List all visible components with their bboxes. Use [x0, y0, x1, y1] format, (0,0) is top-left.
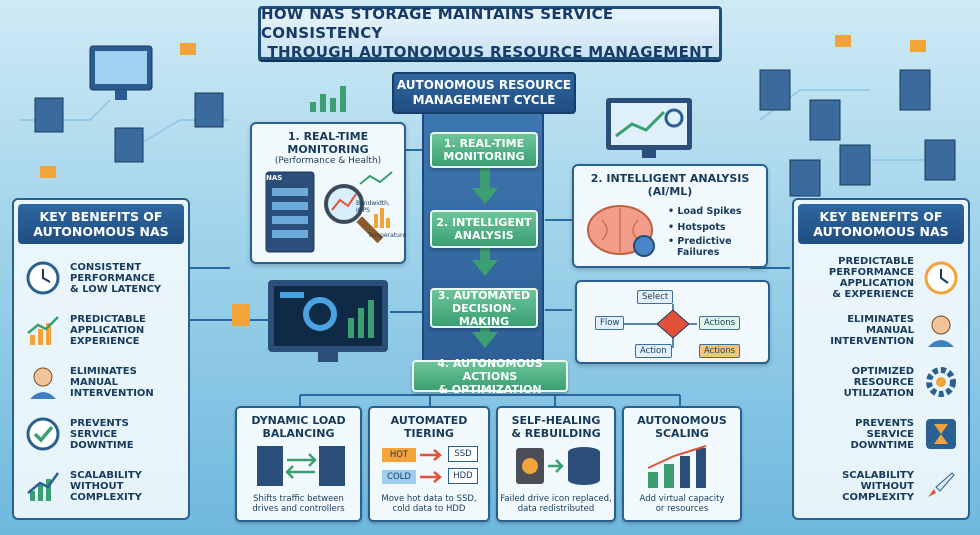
right-benefits-header-line1: KEY BENEFITS OF: [819, 209, 943, 224]
left-benefits-header-line2: AUTONOMOUS NAS: [33, 224, 169, 239]
decision-panel: Select Flow Actions Action Actions: [575, 280, 770, 364]
gear-icon: [926, 367, 956, 397]
decision-flowchart-icon: [623, 304, 697, 348]
tag-cold: COLD: [382, 470, 416, 484]
left-benefits-header: KEY BENEFITS OF AUTONOMOUS NAS: [18, 204, 184, 244]
tag-ssd: SSD: [448, 446, 478, 462]
scaling-bars-icon: [647, 445, 707, 488]
load-balancing-servers-icon: [257, 446, 345, 486]
cycle-step-1-line2: MONITORING: [443, 150, 525, 163]
title-banner: HOW NAS STORAGE MAINTAINS SERVICE CONSIS…: [258, 4, 722, 61]
growth-chart-icon: [27, 316, 59, 345]
cycle-step-2-line1: 2. INTELLIGENT: [436, 216, 532, 229]
action-self-healing: SELF-HEALING& REBUILDING Failed drive ic…: [496, 406, 616, 522]
tiering-arrows-icon: [420, 449, 442, 483]
check-clock-icon: [26, 417, 60, 451]
flow-node-actions: Actions: [699, 316, 741, 330]
network-servers-left-icon: [34, 43, 224, 178]
left-benefits-panel: KEY BENEFITS OF AUTONOMOUS NAS CONSISTEN…: [12, 198, 190, 520]
person-icon: [928, 315, 954, 347]
flow-node-flow: Flow: [595, 316, 625, 330]
tag-hdd: HDD: [448, 468, 478, 484]
tag-hot: HOT: [382, 448, 416, 462]
nas-label: NAS: [266, 174, 283, 182]
scaling-chart-icon: [27, 472, 60, 501]
analysis-title-line1: 2. INTELLIGENT ANALYSIS: [590, 172, 750, 185]
cycle-header-line1: AUTONOMOUS RESOURCE: [396, 78, 572, 92]
title-line1: HOW NAS STORAGE MAINTAINS SERVICE CONSIS…: [261, 4, 614, 42]
person-icon: [30, 367, 56, 399]
flow-node-action: Action: [635, 344, 672, 358]
analysis-item-load-spikes: • Load Spikes: [668, 206, 742, 217]
analysis-title-line2: (AI/ML): [647, 185, 693, 198]
cycle-step-2[interactable]: 2. INTELLIGENT ANALYSIS: [430, 210, 538, 248]
cycle-step-2-line2: ANALYSIS: [454, 229, 514, 242]
analysis-item-predictive: • Predictive: [668, 236, 732, 247]
chart-label-temperature: Temperature: [368, 232, 407, 239]
cycle-step-1-line1: 1. REAL-TIME: [443, 137, 525, 150]
monitoring-subtitle: (Performance & Health): [274, 156, 382, 166]
cycle-step-3-line2: DECISION-MAKING: [452, 301, 516, 328]
analysis-panel: 2. INTELLIGENT ANALYSIS (AI/ML) • Load S…: [572, 164, 768, 268]
analytics-monitor-icon: [606, 98, 692, 158]
cycle-step-4-line2: & OPTIMIZATION: [438, 382, 542, 396]
chart-label-bandwidth: Bandwidth, IOPS: [356, 200, 390, 214]
rocket-icon: [928, 472, 955, 497]
flow-node-select: Select: [637, 290, 674, 304]
right-benefits-header-line2: AUTONOMOUS NAS: [813, 224, 949, 239]
clock-icon: [26, 261, 60, 295]
analysis-item-failures: Failures: [677, 247, 720, 258]
hourglass-icon: [926, 419, 956, 449]
cycle-arrows: [472, 168, 498, 348]
right-benefits-header: KEY BENEFITS OF AUTONOMOUS NAS: [798, 204, 964, 244]
speed-clock-icon: [924, 261, 958, 295]
growth-chart-deco-icon: [310, 86, 346, 112]
cycle-step-4[interactable]: 4. AUTONOMOUS ACTIONS & OPTIMIZATION: [412, 356, 568, 396]
cycle-header-line2: MANAGEMENT CYCLE: [412, 93, 556, 107]
left-benefits-header-line1: KEY BENEFITS OF: [39, 209, 163, 224]
cycle-step-4-line1: 4. AUTONOMOUS ACTIONS: [437, 356, 543, 383]
monitoring-title: 1. REAL-TIME MONITORING: [287, 130, 369, 156]
ai-brain-icon: [587, 205, 655, 257]
cycle-step-1[interactable]: 1. REAL-TIME MONITORING: [430, 132, 538, 168]
cycle-header: AUTONOMOUS RESOURCE MANAGEMENT CYCLE: [392, 72, 576, 114]
title-line2: THROUGH AUTONOMOUS RESOURCE MANAGEMENT: [267, 42, 713, 61]
flow-node-actions-2: Actions: [699, 344, 741, 358]
analysis-item-hotspots: • Hotspots: [668, 222, 726, 233]
healing-drive-icon: [516, 447, 600, 485]
nas-server-icon: [265, 171, 393, 253]
monitoring-panel: 1. REAL-TIME MONITORING (Performance & H…: [250, 122, 406, 264]
right-benefits-panel: KEY BENEFITS OF AUTONOMOUS NAS PREDICTAB…: [792, 198, 970, 520]
network-servers-right-icon: [759, 35, 956, 197]
cycle-step-3-line1: 3. AUTOMATED: [437, 288, 531, 302]
dashboard-monitor-icon: [232, 280, 388, 362]
cycle-step-3[interactable]: 3. AUTOMATED DECISION-MAKING: [430, 288, 538, 328]
